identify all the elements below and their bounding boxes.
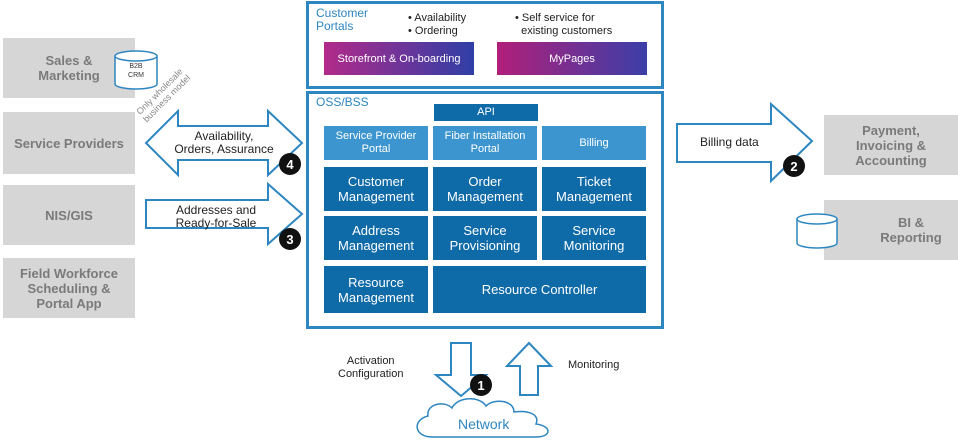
resource-management-tile: Resource Management — [324, 266, 428, 313]
service-provisioning-tile: Service Provisioning — [433, 216, 537, 260]
badge-2: 2 — [783, 155, 805, 177]
customer-management-tile: Customer Management — [324, 167, 428, 211]
sales-marketing-box: Sales & Marketing — [3, 38, 135, 98]
fiber-installation-portal-tile: Fiber Installation Portal — [433, 126, 537, 160]
order-management-tile: Order Management — [433, 167, 537, 211]
resource-controller-tile: Resource Controller — [433, 266, 646, 313]
api-tile: API — [434, 104, 538, 121]
bi-reporting-box: BI & Reporting — [824, 200, 958, 260]
service-provider-portal-tile: Service Provider Portal — [324, 126, 428, 160]
service-monitoring-tile: Service Monitoring — [542, 216, 646, 260]
bi-database-icon — [796, 213, 838, 249]
activation-label: Activation Configuration — [338, 355, 404, 380]
ticket-management-tile: Ticket Management — [542, 167, 646, 211]
customer-portals-title: Customer Portals — [316, 6, 369, 33]
portal-bullets-left: • Availability • Ordering — [408, 12, 467, 37]
monitoring-up-arrow — [504, 341, 554, 396]
crm-label: B2B CRM — [128, 63, 144, 79]
monitoring-label: Monitoring — [568, 359, 620, 371]
oss-bss-title: OSS/BSS — [316, 95, 369, 109]
billing-data-label: Billing data — [700, 135, 759, 149]
nis-gis-box: NIS/GIS — [3, 185, 135, 245]
network-cloud-icon — [416, 398, 549, 438]
badge-4: 4 — [279, 153, 301, 175]
storefront-onboarding-button[interactable]: Storefront & On-boarding — [324, 42, 474, 75]
crm-database-icon — [114, 50, 158, 90]
billing-tile: Billing — [542, 126, 646, 160]
service-providers-box: Service Providers — [3, 112, 135, 174]
availability-label: Availability, Orders, Assurance — [174, 129, 274, 156]
badge-1: 1 — [470, 374, 492, 396]
portal-bullets-right: • Self service for existing customers — [515, 12, 613, 37]
availability-double-arrow — [144, 108, 304, 178]
mypages-button[interactable]: MyPages — [497, 42, 647, 75]
payment-invoicing-box: Payment, Invoicing & Accounting — [824, 115, 958, 175]
field-workforce-box: Field Workforce Scheduling & Portal App — [3, 258, 135, 318]
network-label: Network — [458, 416, 510, 432]
addresses-label: Addresses and Ready-for-Sale — [175, 203, 257, 230]
address-management-tile: Address Management — [324, 216, 428, 260]
badge-3: 3 — [279, 228, 301, 250]
